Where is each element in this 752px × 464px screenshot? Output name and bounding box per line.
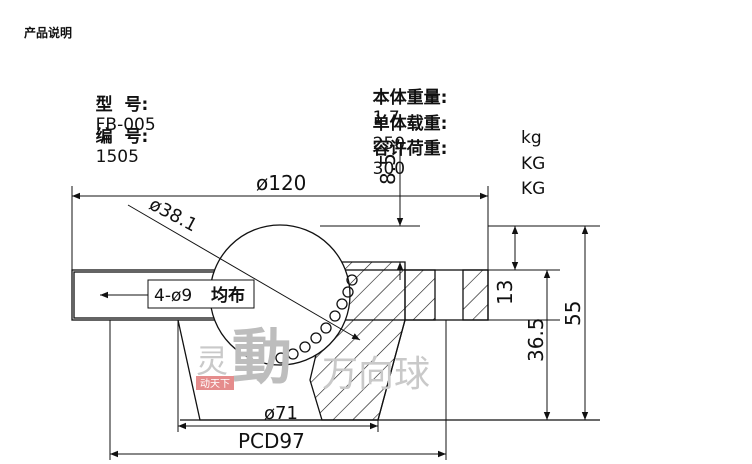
dim-holes-note: 均布: [211, 285, 245, 306]
weight-label: 本体重量:: [372, 88, 448, 108]
code-spec: 编 号: 1505: [74, 102, 149, 187]
load-label: 单体载重:: [372, 114, 448, 134]
code-label: 编 号:: [95, 127, 149, 147]
dim-ball-dia: ø38.1: [146, 194, 201, 237]
dim-pcd: PCD97: [238, 429, 305, 453]
dim-height-total: 55: [561, 301, 585, 326]
watermark-rest: 万向球: [322, 354, 430, 395]
weight-value: 1.7: [372, 108, 400, 128]
allow-load-value: 300: [372, 159, 406, 179]
watermark-stamp-text: 动天下: [200, 378, 230, 390]
flange-hatch-right: [462, 269, 489, 321]
flange-hatch-mid: [404, 269, 436, 321]
model-spec: 型 号: FB-005: [74, 70, 156, 155]
allow-load-unit: KG: [521, 179, 546, 199]
allow-load-label: 容许荷重:: [372, 139, 448, 159]
dim-bottom-dia: ø71: [264, 403, 298, 424]
allow-load-spec: 容许荷重: 300 KG: [351, 114, 546, 219]
load-spec: 单体载重: 250 KG: [351, 89, 546, 194]
dim-holes: 4-ø9: [154, 286, 192, 306]
dim-height-mid: 36.5: [524, 317, 548, 362]
weight-unit: kg: [521, 128, 542, 148]
weight-spec: 本体重量: 1.7 kg: [351, 63, 542, 168]
watermark-stamp: [196, 376, 234, 390]
watermark-char2: 動: [232, 323, 292, 393]
load-unit: KG: [521, 154, 546, 174]
model-label: 型 号:: [95, 95, 149, 115]
watermark-char1: 灵: [196, 342, 228, 380]
load-value: 250: [372, 134, 406, 154]
code-value: 1505: [95, 147, 139, 167]
dim-outer-dia: ø120: [256, 171, 306, 195]
dim-flange: 13: [493, 280, 517, 305]
section-title: 产品说明: [24, 26, 73, 40]
model-value: FB-005: [95, 115, 156, 135]
dim-protrusion: 8.5: [376, 153, 400, 185]
